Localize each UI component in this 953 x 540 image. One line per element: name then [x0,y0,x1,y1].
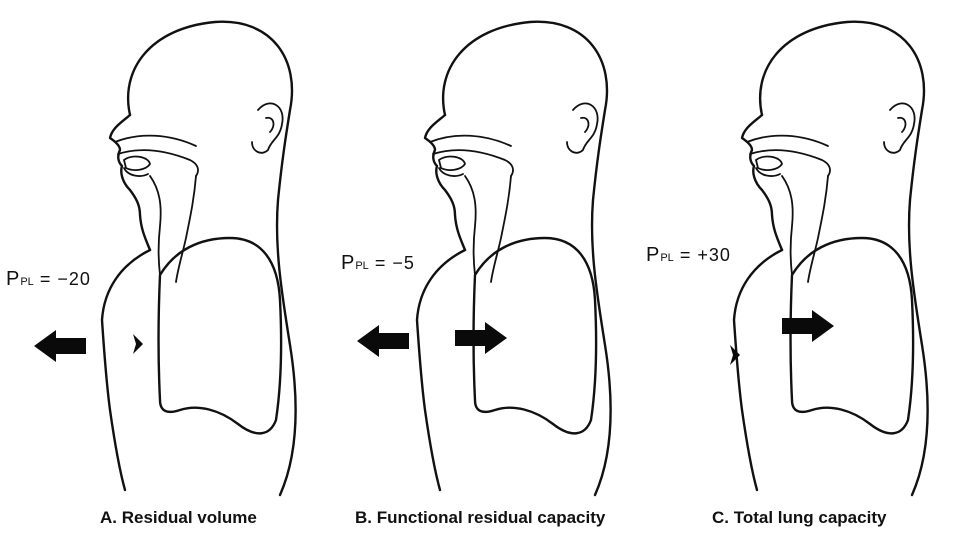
arrow-outward-left [357,325,409,357]
caption: A. Residual volume [100,508,257,528]
caption: B. Functional residual capacity [355,508,605,528]
pressure-label: PPL = −20 [6,268,91,291]
caption: C. Total lung capacity [712,508,886,528]
pressure-label: PPL = +30 [646,244,731,267]
panel-total-lung-capacity: PPL = +30 C. Total lung capacity [632,0,952,540]
arrow-outward-right [455,322,507,354]
arrow-small-inward [133,334,143,354]
arrow-outward-left [34,330,86,362]
pressure-label: PPL = −5 [341,252,415,275]
panel-functional-residual-capacity: PPL = −5 B. Functional residual capacity [315,0,635,540]
figure-total-lung-capacity [632,0,952,540]
panel-residual-volume: PPL = −20 A. Residual volume [0,0,320,540]
